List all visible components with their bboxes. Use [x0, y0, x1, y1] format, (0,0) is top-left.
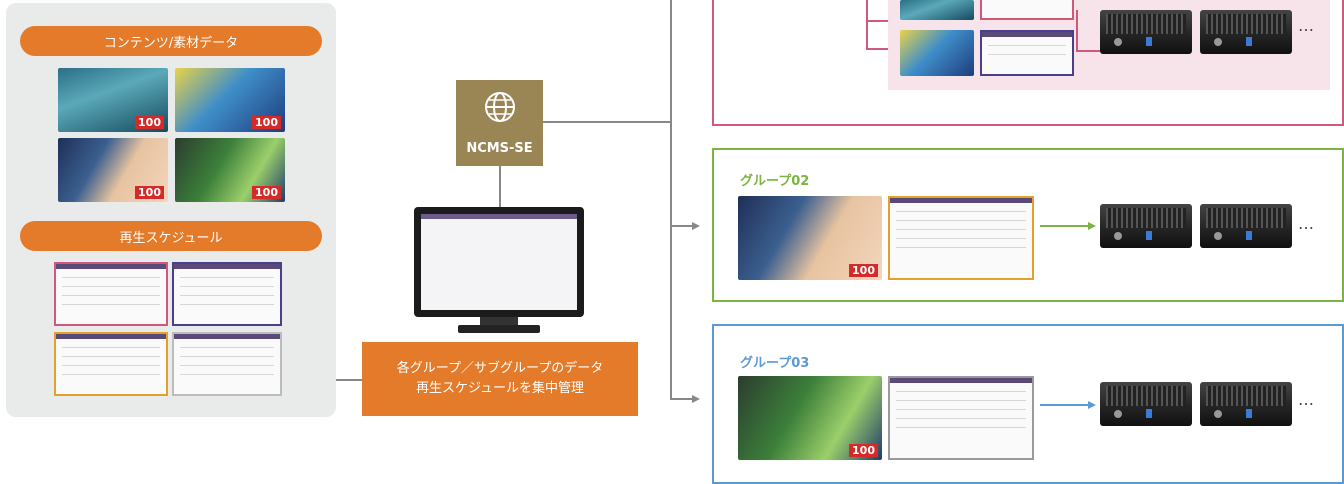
ncms-server-box: NCMS-SE — [456, 80, 543, 166]
content-thumbnail: 100 — [58, 138, 168, 202]
player-device — [1200, 382, 1292, 426]
connector-line — [543, 121, 671, 123]
monitor-base — [458, 325, 540, 333]
schedule-thumbnail — [980, 30, 1074, 76]
content-thumbnail: 100 — [175, 138, 285, 202]
group03-title: グループ03 — [740, 356, 810, 371]
connector-line — [1076, 50, 1100, 52]
arrow-head — [1088, 222, 1096, 230]
management-text-line2: 再生スケジュールを集中管理 — [415, 381, 585, 396]
content-thumbnail — [900, 30, 974, 76]
content-thumbnail: 100 — [738, 376, 882, 460]
content-thumbnail: 100 — [738, 196, 882, 280]
content-thumbnail: 100 — [175, 68, 285, 132]
globe-icon — [484, 92, 515, 122]
more-devices-ellipsis: … — [1298, 16, 1316, 35]
player-device — [1100, 382, 1192, 426]
management-text-line1: 各グループ／サブグループのデータ — [396, 361, 604, 376]
more-devices-ellipsis: … — [1298, 214, 1316, 233]
schedule-thumbnail — [888, 196, 1034, 280]
connector-line — [1040, 404, 1090, 406]
connector-line — [499, 166, 501, 208]
connector-line — [1076, 10, 1078, 52]
player-device — [1100, 10, 1192, 54]
schedule-thumbnail — [888, 376, 1034, 460]
connector-line — [866, 0, 868, 50]
content-thumbnail: 100 — [58, 68, 168, 132]
schedule-label: 再生スケジュール — [20, 221, 322, 251]
content-thumbnail — [900, 0, 974, 20]
more-devices-ellipsis: … — [1298, 390, 1316, 409]
connector-line — [670, 225, 694, 227]
admin-monitor — [414, 207, 584, 317]
connector-line — [670, 398, 694, 400]
group02-title: グループ02 — [740, 174, 810, 189]
player-device — [1200, 10, 1292, 54]
management-box: 各グループ／サブグループのデータ 再生スケジュールを集中管理 — [362, 342, 638, 416]
arrow-head — [1088, 401, 1096, 409]
contents-label: コンテンツ/素材データ — [20, 26, 322, 56]
schedule-thumbnail — [980, 0, 1074, 20]
arrow-head — [692, 222, 700, 230]
server-label: NCMS-SE — [466, 141, 533, 156]
arrow-head — [692, 395, 700, 403]
connector-line — [336, 379, 362, 381]
connector-line — [1040, 225, 1090, 227]
schedule-thumbnail — [172, 332, 282, 396]
schedule-thumbnail — [54, 332, 168, 396]
trunk-line — [670, 0, 672, 400]
player-device — [1100, 204, 1192, 248]
player-device — [1200, 204, 1292, 248]
schedule-thumbnail — [54, 262, 168, 326]
schedule-thumbnail — [172, 262, 282, 326]
connector-line — [866, 20, 888, 22]
connector-line — [866, 48, 888, 50]
